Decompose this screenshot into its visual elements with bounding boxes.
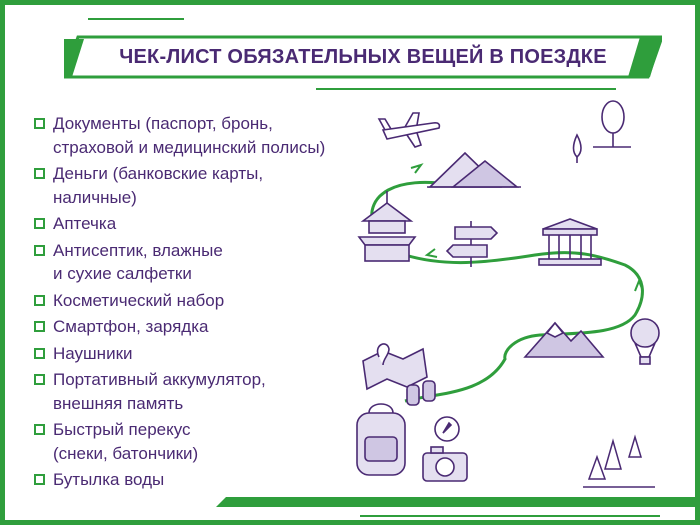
- checkbox[interactable]: [34, 294, 45, 306]
- airplane-icon: [377, 112, 441, 148]
- pyramids-icon: [427, 151, 521, 188]
- checkbox[interactable]: [34, 374, 45, 385]
- title-banner: ЧЕК-ЛИСТ ОБЯЗАТЕЛЬНЫХ ВЕЩЕЙ В ПОЕЗДКЕ: [64, 33, 662, 81]
- decor-top-line: [88, 18, 184, 20]
- page-title: ЧЕК-ЛИСТ ОБЯЗАТЕЛЬНЫХ ВЕЩЕЙ В ПОЕЗДКЕ: [119, 45, 607, 68]
- compass-icon: [434, 416, 460, 442]
- checklist-item[interactable]: Антисептик, влажные и сухие салфетки: [34, 239, 394, 286]
- parthenon-icon: [538, 218, 602, 266]
- signpost-icon: [445, 221, 499, 267]
- backpack-icon: [356, 403, 406, 476]
- checklist-item[interactable]: Быстрый перекус (снеки, батончики): [34, 418, 394, 465]
- map-icon: [362, 343, 428, 391]
- checklist: Документы (паспорт, бронь, страховой и м…: [34, 112, 394, 495]
- binoculars-icon: [406, 380, 436, 406]
- decor-under-line: [316, 88, 616, 90]
- temple-icon: [357, 191, 417, 262]
- checklist-item[interactable]: Аптечка: [34, 212, 394, 236]
- checkbox[interactable]: [34, 118, 45, 129]
- mountain-icon: [523, 321, 605, 358]
- checkbox[interactable]: [34, 218, 45, 229]
- checkbox[interactable]: [34, 424, 45, 435]
- tree-icon: [583, 434, 655, 488]
- checklist-item[interactable]: Деньги (банковские карты, наличные): [34, 162, 394, 209]
- checkbox[interactable]: [34, 321, 45, 332]
- checklist-item[interactable]: Бутылка воды: [34, 468, 394, 492]
- checkbox[interactable]: [34, 347, 45, 359]
- checklist-item[interactable]: Косметический набор: [34, 289, 394, 313]
- decor-bottom-line: [360, 515, 660, 517]
- checklist-item[interactable]: Смартфон, зарядка: [34, 315, 394, 339]
- balloon-icon: [630, 318, 660, 365]
- checkbox[interactable]: [34, 244, 45, 256]
- checklist-item[interactable]: Портативный аккумулятор, внешняя память: [34, 368, 394, 415]
- checkbox[interactable]: [34, 168, 45, 179]
- checklist-item[interactable]: Наушники: [34, 342, 394, 366]
- travel-illustration: [356, 100, 660, 488]
- checkbox[interactable]: [34, 474, 45, 485]
- decor-bottom-stripe: [216, 497, 696, 507]
- tree-icon: [572, 100, 631, 163]
- checklist-item[interactable]: Документы (паспорт, бронь, страховой и м…: [34, 112, 394, 159]
- camera-icon: [422, 446, 468, 482]
